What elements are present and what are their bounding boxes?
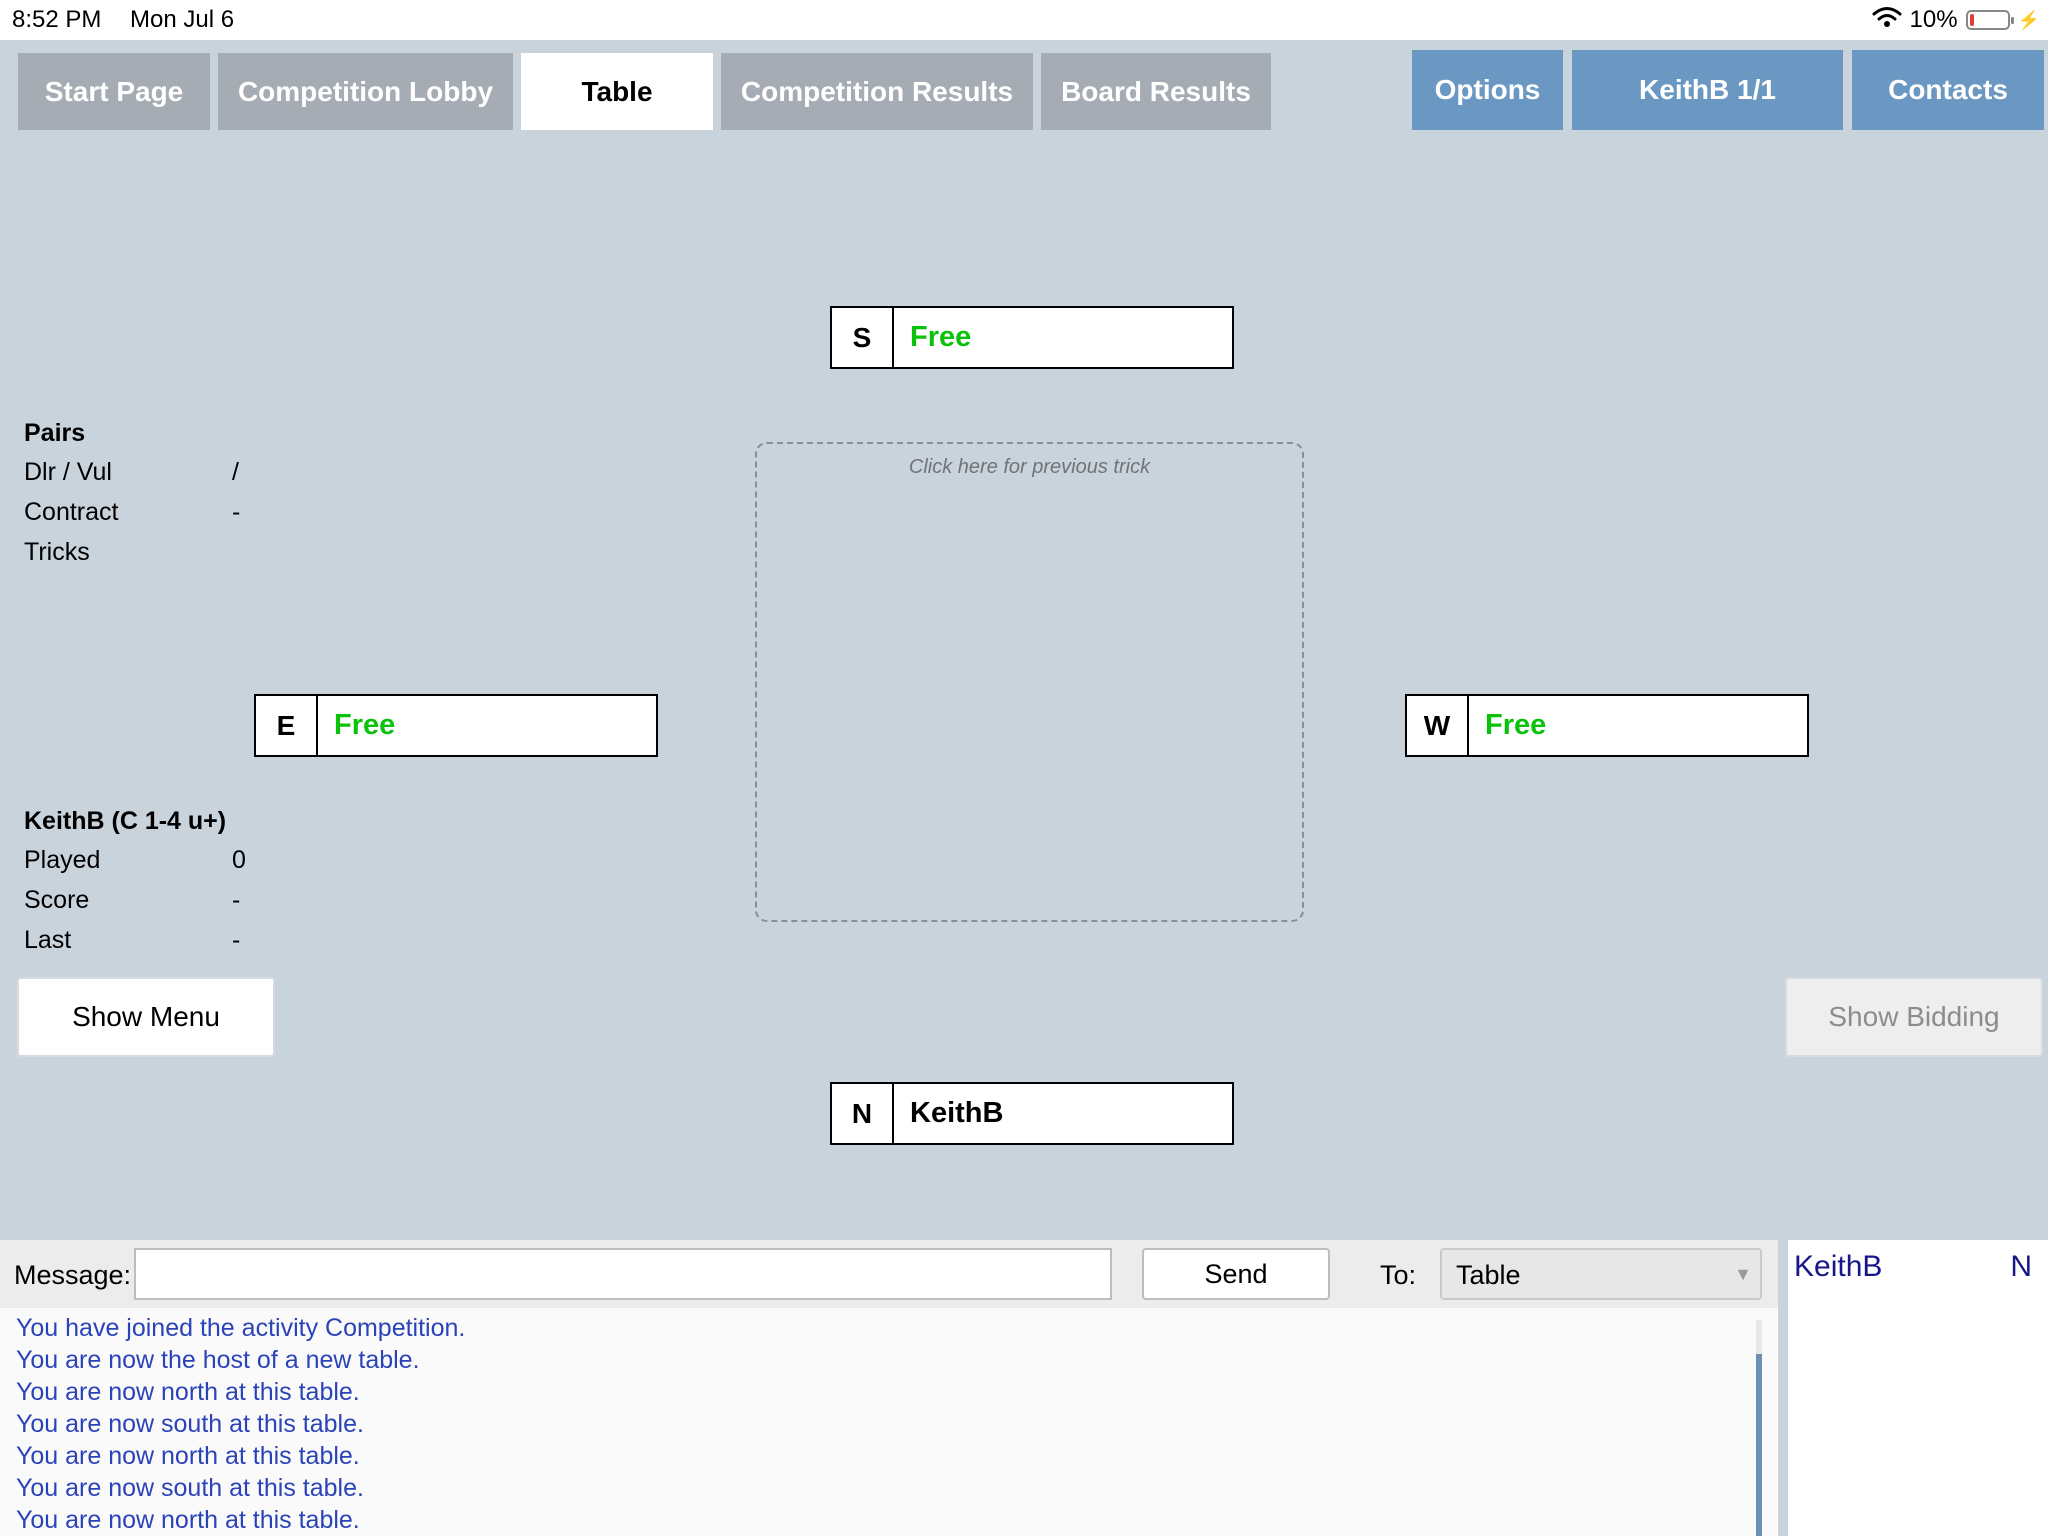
tab-board-results[interactable]: Board Results — [1041, 53, 1271, 130]
player-info: KeithB (C 1-4 u+) Played 0 Score - Last … — [24, 802, 254, 960]
status-date: Mon Jul 6 — [130, 6, 235, 33]
seat-west[interactable]: W Free — [1405, 694, 1809, 757]
message-label: Message: — [14, 1260, 132, 1290]
seat-south-name: Free — [910, 321, 972, 353]
seat-south[interactable]: S Free — [830, 306, 1234, 369]
player-list-name[interactable]: KeithB — [1794, 1250, 1883, 1283]
played-label: Played — [24, 846, 101, 874]
previous-trick-hint: Click here for previous trick — [908, 456, 1151, 478]
board-info: Pairs Dlr / Vul / Contract - Tricks — [24, 414, 254, 572]
seat-east-name: Free — [334, 709, 396, 741]
tricks-label: Tricks — [24, 538, 90, 566]
board-info-row: Dlr / Vul / — [24, 452, 254, 492]
message-input[interactable] — [134, 1248, 1112, 1300]
tab-table[interactable]: Table — [521, 53, 713, 130]
options-button[interactable]: Options — [1412, 50, 1563, 130]
seat-west-direction: W — [1407, 696, 1469, 755]
dealer-vul-label: Dlr / Vul — [24, 458, 112, 486]
tab-competition-results[interactable]: Competition Results — [721, 53, 1033, 130]
chat-scrollbar-thumb[interactable] — [1756, 1354, 1762, 1536]
chat-log[interactable]: You have joined the activity Competition… — [0, 1308, 1778, 1536]
score-label: Score — [24, 886, 90, 914]
last-value: - — [232, 926, 241, 954]
tab-start-page[interactable]: Start Page — [18, 53, 210, 130]
charging-icon: ⚡ — [2017, 9, 2040, 30]
player-info-row: Last - — [24, 920, 254, 960]
battery-icon — [1965, 10, 2014, 30]
seat-east[interactable]: E Free — [254, 694, 658, 757]
seat-north-name: KeithB — [910, 1097, 1004, 1129]
user-button[interactable]: KeithB 1/1 — [1572, 50, 1843, 130]
chat-message: You are now south at this table. — [16, 1474, 364, 1502]
show-menu-button[interactable]: Show Menu — [17, 977, 275, 1057]
chevron-down-icon: ▼ — [1734, 1264, 1752, 1284]
chat-message: You have joined the activity Competition… — [16, 1314, 466, 1342]
tab-competition-lobby[interactable]: Competition Lobby — [218, 53, 513, 130]
contract-value: - — [232, 498, 241, 526]
player-list-direction: N — [2010, 1250, 2032, 1283]
tab-bar: Start Page Competition Lobby Table Compe… — [0, 40, 2048, 130]
recipient-select[interactable]: Table ▼ — [1440, 1248, 1762, 1300]
board-info-title: Pairs — [24, 419, 86, 447]
chat-message: You are now north at this table. — [16, 1506, 360, 1534]
status-bar: 8:52 PM Mon Jul 6 10% ⚡ — [0, 0, 2048, 40]
chat-message: You are now the host of a new table. — [16, 1346, 420, 1374]
seat-west-name: Free — [1485, 709, 1547, 741]
player-info-row: Score - — [24, 880, 254, 920]
to-label: To: — [1380, 1260, 1417, 1290]
score-value: - — [232, 886, 241, 914]
status-time: 8:52 PM — [12, 6, 102, 33]
played-value: 0 — [232, 846, 246, 874]
contacts-button[interactable]: Contacts — [1852, 50, 2044, 130]
recipient-value: Table — [1456, 1260, 1521, 1290]
chat-bar: Message: Send To: Table ▼ — [0, 1240, 1778, 1308]
player-info-title: KeithB (C 1-4 u+) — [24, 807, 227, 835]
send-button[interactable]: Send — [1142, 1248, 1330, 1300]
seat-south-direction: S — [832, 308, 894, 367]
wifi-icon — [1872, 6, 1902, 35]
board-info-row: Contract - — [24, 492, 254, 532]
player-list: KeithB N — [1788, 1240, 2048, 1536]
previous-trick-area[interactable]: Click here for previous trick — [755, 442, 1304, 922]
battery-percent: 10% — [1909, 6, 1958, 33]
battery-level — [1969, 14, 1974, 26]
board-info-row: Tricks — [24, 532, 254, 572]
player-info-row: Played 0 — [24, 840, 254, 880]
dealer-vul-value: / — [232, 458, 239, 486]
contract-label: Contract — [24, 498, 119, 526]
chat-message: You are now north at this table. — [16, 1378, 360, 1406]
seat-east-direction: E — [256, 696, 318, 755]
show-bidding-button[interactable]: Show Bidding — [1785, 977, 2043, 1057]
status-right: 10% ⚡ — [1872, 6, 2040, 34]
chat-message: You are now north at this table. — [16, 1442, 360, 1470]
chat-message: You are now south at this table. — [16, 1410, 364, 1438]
seat-north[interactable]: N KeithB — [830, 1082, 1234, 1145]
last-label: Last — [24, 926, 72, 954]
seat-north-direction: N — [832, 1084, 894, 1143]
